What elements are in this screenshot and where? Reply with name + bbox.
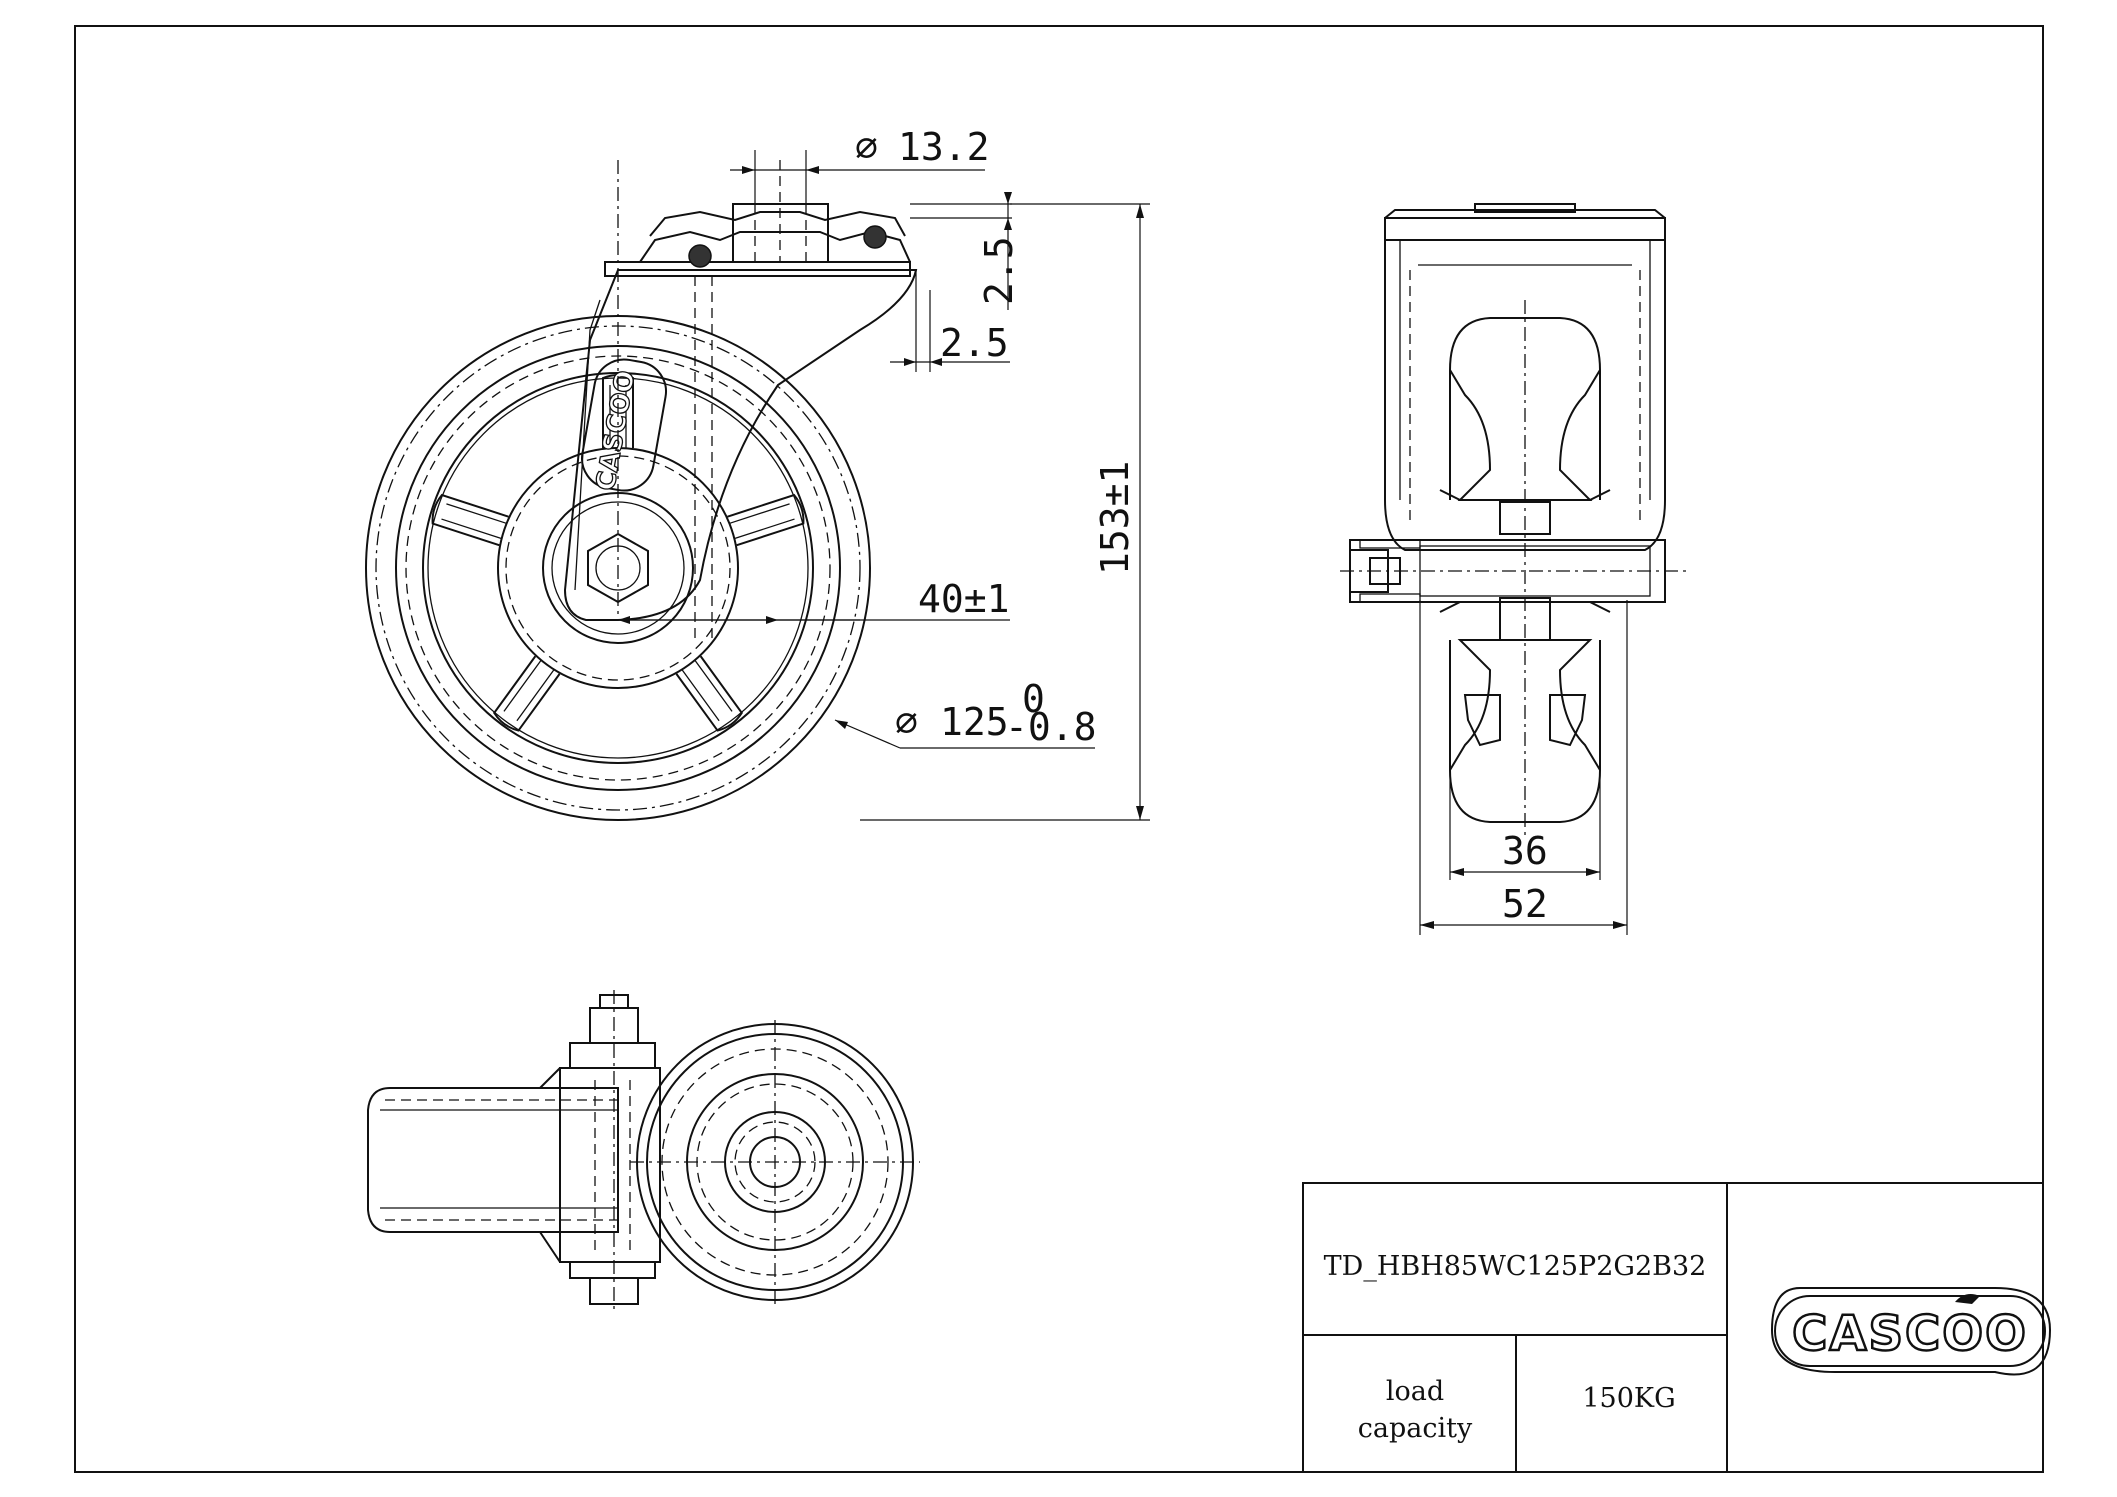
fork-logo-plate bbox=[581, 358, 667, 492]
wheel-section-lower bbox=[1448, 639, 1602, 823]
part-number: TD_HBH85WC125P2G2B32 bbox=[1324, 1251, 1707, 1282]
tread-width-value: 36 bbox=[1502, 829, 1548, 873]
wheel-diameter-tol-lower: -0.8 bbox=[1005, 705, 1097, 749]
drawing-border bbox=[74, 25, 2044, 1473]
overall-width-value: 52 bbox=[1502, 882, 1548, 926]
load-label-line2: capacity bbox=[1358, 1413, 1473, 1444]
overall-height-value: 153±1 bbox=[1093, 461, 1137, 575]
dimension-wheel-diameter: ∅ 125 0 -0.8 bbox=[834, 677, 1097, 749]
section-view bbox=[1340, 203, 1690, 840]
swivel-head bbox=[604, 160, 911, 277]
swivel-offset-value: 40±1 bbox=[918, 577, 1010, 621]
wheel-diameter-tol-upper: 0 bbox=[1022, 677, 1045, 721]
top-view bbox=[367, 990, 920, 1310]
dimension-bore-diameter: ∅ 13.2 bbox=[730, 125, 990, 204]
title-block: TD_HBH85WC125P2G2B32 load capacity 150KG… bbox=[1302, 1182, 2052, 1473]
load-label-line1: load bbox=[1386, 1376, 1444, 1407]
logo-text: CASCOO bbox=[1792, 1306, 2028, 1362]
dimension-swivel-offset: 40±1 bbox=[618, 577, 1010, 624]
bore-diameter-symbol: ∅ bbox=[855, 125, 878, 169]
wheel-spokes bbox=[431, 374, 805, 732]
front-view: CASCOO bbox=[365, 160, 918, 821]
wheel-diameter-symbol: ∅ bbox=[895, 700, 918, 744]
load-value: 150KG bbox=[1582, 1383, 1675, 1414]
wheel-diameter-value: 125 bbox=[940, 700, 1009, 744]
dimension-overall-height: 153±1 bbox=[860, 203, 1150, 821]
company-logo: CASCOO bbox=[1770, 1286, 2052, 1376]
bore-diameter-value: 13.2 bbox=[898, 125, 990, 169]
fork-leg bbox=[563, 269, 918, 621]
dimension-offset: 2.5 bbox=[890, 270, 1010, 372]
wheel-section-upper bbox=[1448, 317, 1602, 501]
dimension-tread-width: 36 bbox=[1449, 770, 1601, 880]
dimension-plate-thickness: 2.5 bbox=[910, 192, 1021, 310]
plate-thickness-value: 2.5 bbox=[977, 236, 1021, 305]
dimension-overall-width: 52 bbox=[1419, 600, 1628, 935]
offset-value: 2.5 bbox=[940, 321, 1009, 365]
